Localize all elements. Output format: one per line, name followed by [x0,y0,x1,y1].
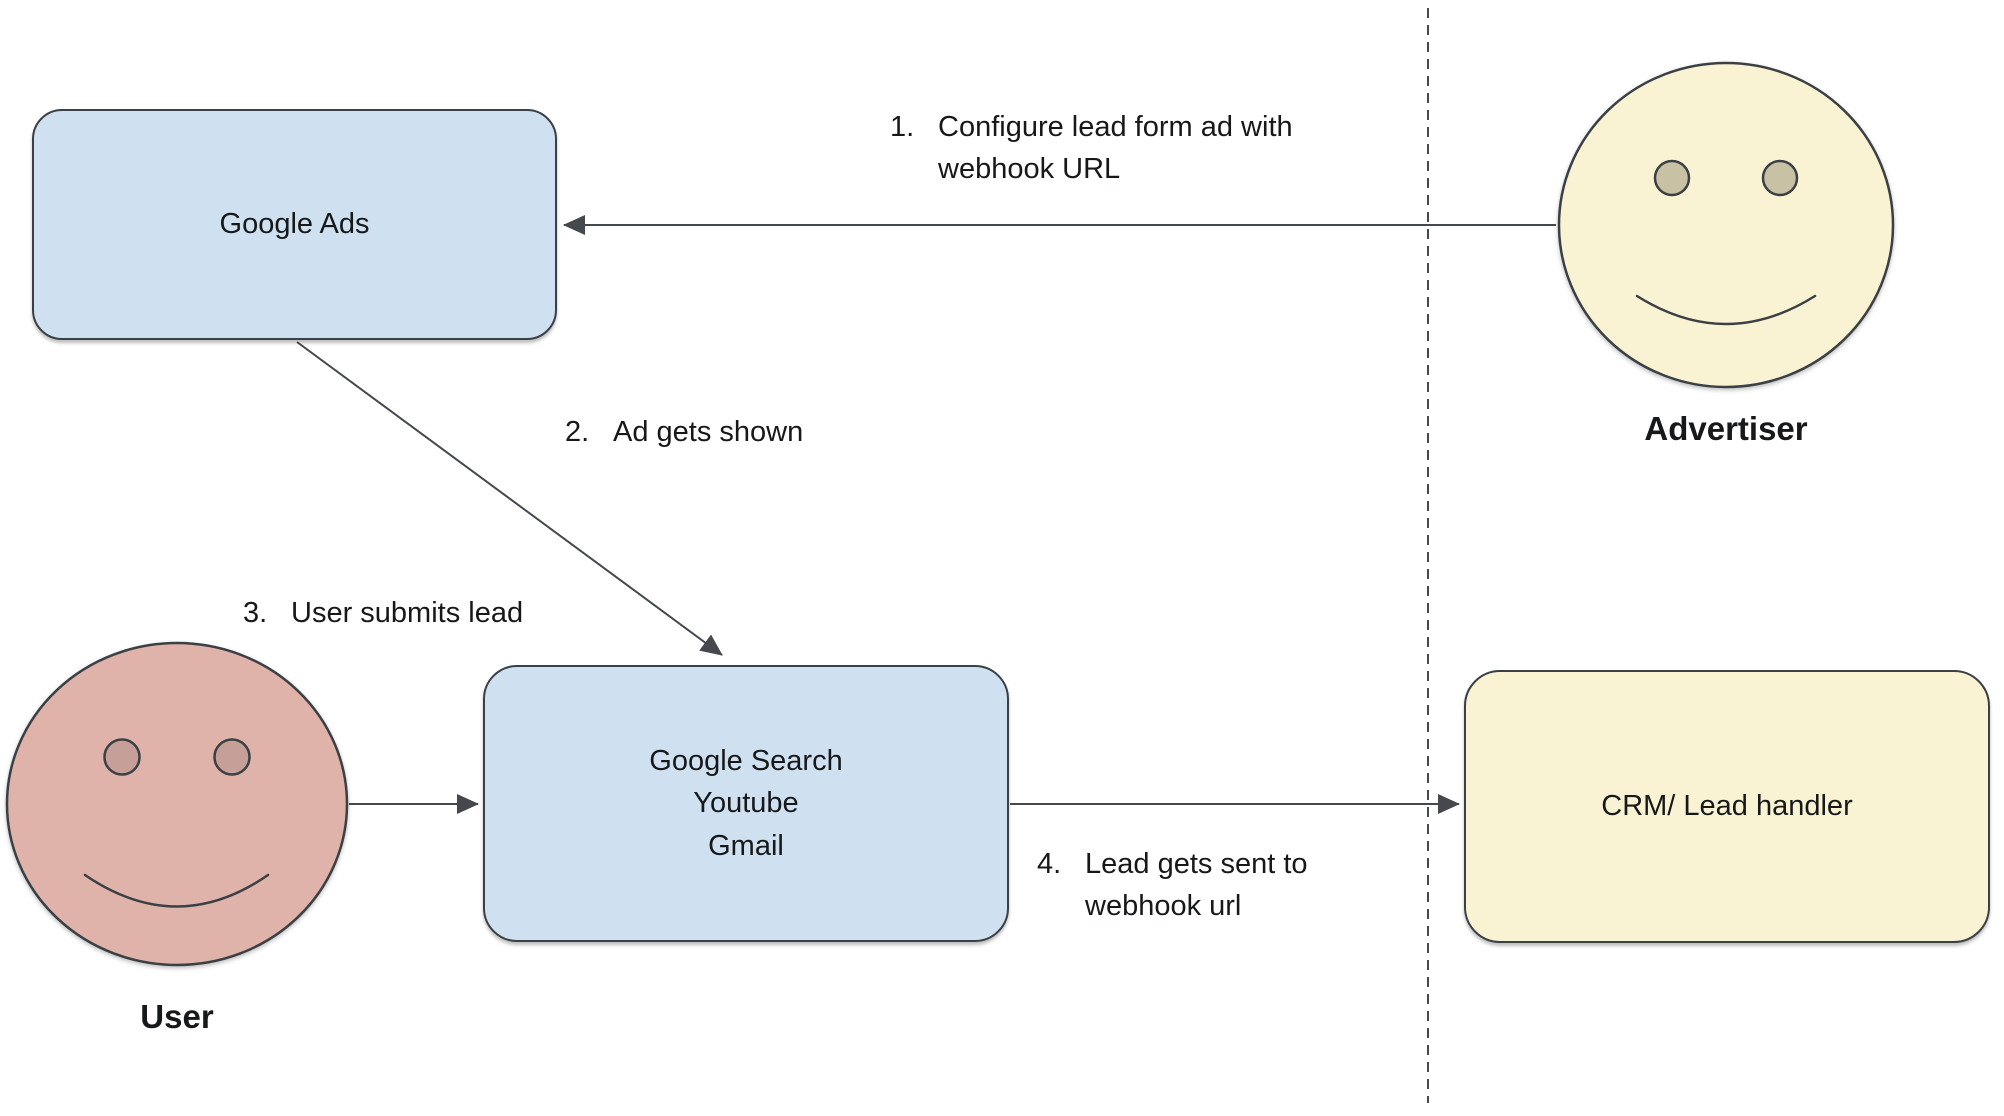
step-1-number: 1. [890,111,915,143]
step-3-number: 3. [243,597,268,629]
advertiser-eye-left [1653,159,1691,197]
user-face [5,641,349,967]
node-google-surfaces-label: Google Search Youtube Gmail [649,745,843,862]
user-label: User [140,998,214,1035]
node-google-surfaces: Google Search Youtube Gmail [483,665,1009,942]
advertiser-eye-right [1761,159,1799,197]
step-4-label: 4. Lead gets sent to webhook url [1037,843,1308,927]
step-1-text: Configure lead form ad with webhook URL [938,111,1293,186]
advertiser-smile [1635,294,1817,326]
step-3-label: 3. User submits lead [243,592,523,634]
user-eye-right [213,738,251,776]
step-4-text: Lead gets sent to webhook url [1085,848,1308,923]
step-1-label: 1. Configure lead form ad with webhook U… [890,106,1293,190]
step-2-number: 2. [565,416,590,448]
advertiser-label: Advertiser [1644,410,1808,447]
node-google-ads-label: Google Ads [219,208,370,241]
arrow-google-ads-to-surfaces [296,341,723,656]
step-2-label: 2. Ad gets shown [565,411,803,453]
user-smile [83,873,270,908]
step-3-text: User submits lead [291,597,524,629]
user-head [5,641,349,967]
node-crm-lead-handler: CRM/ Lead handler [1464,670,1990,943]
step-4-number: 4. [1037,848,1062,880]
step-2-text: Ad gets shown [613,416,804,448]
node-crm-label: CRM/ Lead handler [1601,790,1853,823]
node-google-ads: Google Ads [32,109,557,340]
advertiser-face [1557,61,1895,389]
advertiser-head [1557,61,1895,389]
user-eye-left [103,738,141,776]
